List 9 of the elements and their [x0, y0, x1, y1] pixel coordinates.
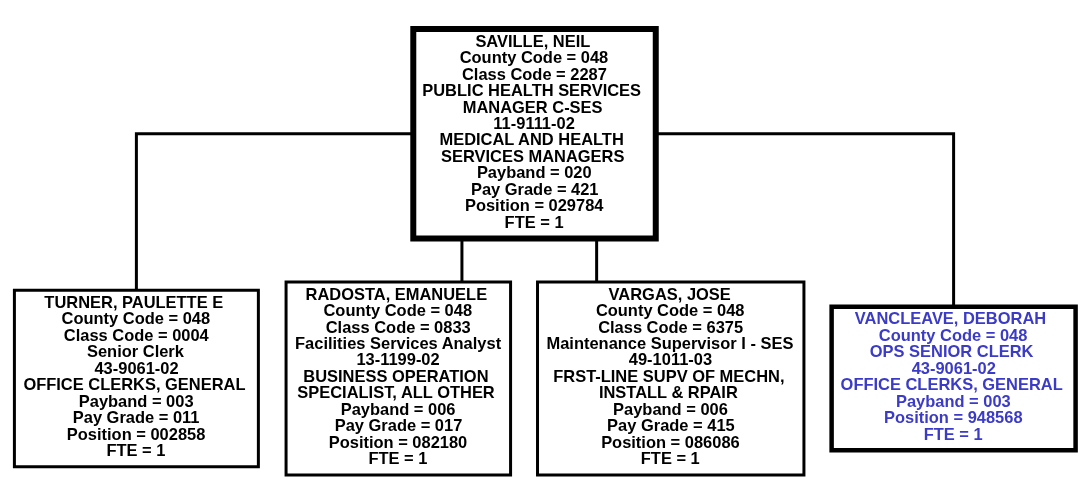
connector [134, 132, 413, 291]
node-box: VARGAS, JOSE County Code = 048 Class Code = 6375 Maintenance Supervisor I - SES 49-1011-03 FRST-LINE SUPV OF MECHN, INSTALL & RPAIR Payband = 006 Pay Grade = 415 Position = 086086 FTE = 1 [536, 280, 806, 477]
node-box: RADOSTA, EMANUELE County Code = 048 Class Code = 0833 Facilities Services Analyst 13-1199-02 BUSINESS OPERATION SPECIALIST, ALL OTHER Payband = 006 Pay Grade = 017 Position = 082180 FTE = 1 [284, 280, 513, 477]
connector [460, 238, 464, 282]
node-box: SAVILLE, NEIL County Code = 048 Class Code = 2287 PUBLIC HEALTH SERVICES MANAGER C-SES 11-9111-02 MEDICAL AND HEALTH SERVICES MANAGERS Payband = 020 Pay Grade = 421 Position = 029784 FTE = 1 [410, 26, 659, 242]
node-box: VANCLEAVE, DEBORAH County Code = 048 OPS SENIOR CLERK 43-9061-02 OFFICE CLERKS, GENERAL Payband = 003 Position = 948568 FTE = 1 [829, 304, 1078, 453]
node-box: TURNER, PAULETTE E County Code = 048 Class Code = 0004 Senior Clerk 43-9061-02 OFFICE CLERKS, GENERAL Payband = 003 Pay Grade = 011 Position = 002858 FTE = 1 [12, 288, 260, 469]
connector [595, 238, 599, 282]
connector [656, 132, 956, 307]
